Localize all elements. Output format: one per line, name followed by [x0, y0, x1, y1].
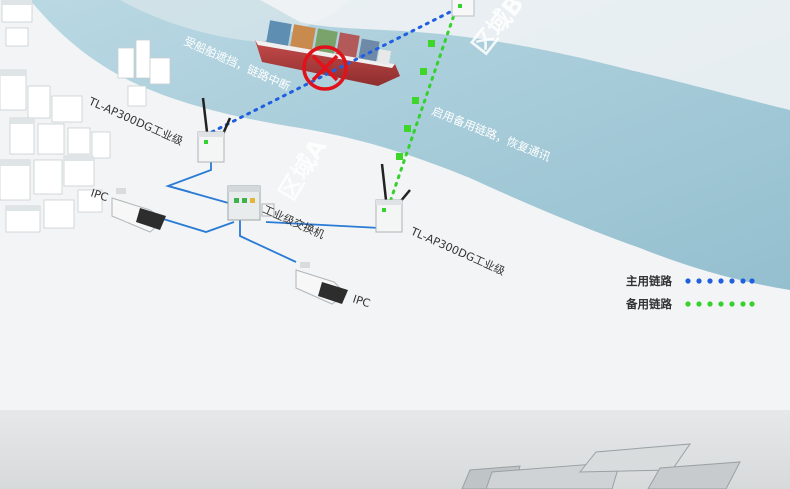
- legend-backup-label: 备用链路: [625, 297, 672, 311]
- ap-remote-icon: [452, 0, 474, 16]
- legend-primary-label: 主用链路: [626, 274, 672, 288]
